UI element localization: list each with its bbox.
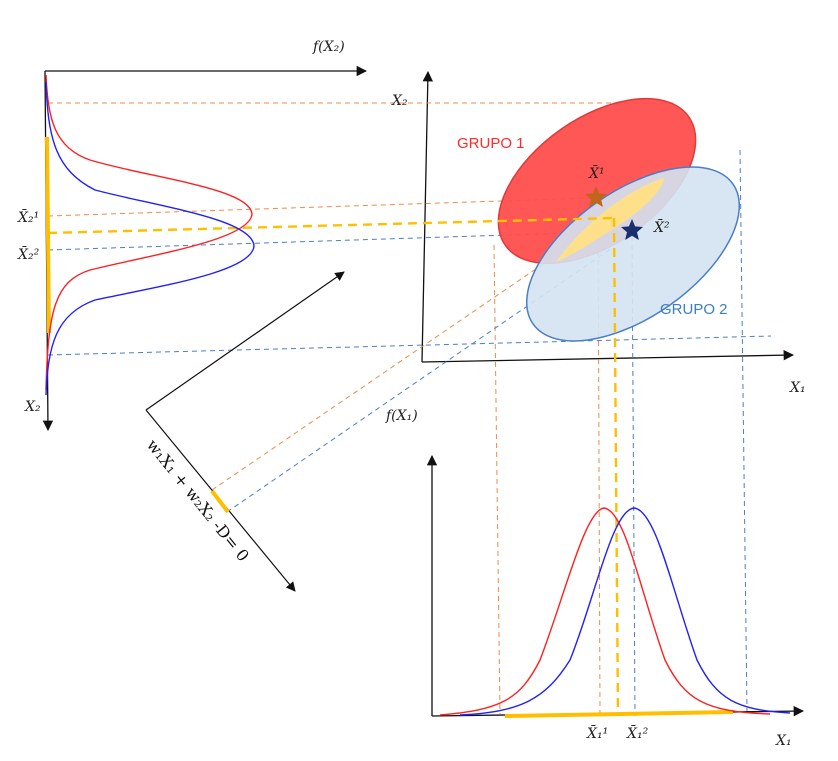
mean-x1-g2-label: X̄₁²	[626, 724, 649, 742]
f-x2-label: f(X₂)	[312, 39, 345, 55]
main-x2-axis	[421, 70, 434, 363]
mean-hline	[47, 216, 615, 235]
mean-x2-g1-label: X̄₂¹	[17, 208, 39, 226]
vguide-right-blue	[739, 149, 748, 713]
mean-highlight-lines	[47, 216, 620, 717]
overlap-region	[556, 178, 664, 262]
left-density-group1	[45, 74, 253, 391]
mean-x2-g2-label: X̄₂²	[17, 245, 40, 263]
centroid2-label: X̄²	[653, 218, 670, 236]
centroids: X̄¹ X̄²	[585, 164, 670, 240]
bottom-density-group2	[459, 507, 791, 716]
bottom-panel: f(X₁) X₁ X̄₁¹ X̄₁²	[385, 408, 805, 749]
main-x1-axis	[421, 349, 795, 363]
vguide-left-orange	[493, 244, 501, 715]
bottom-range-highlight	[504, 710, 734, 718]
mean-x1-g1-label: X̄₁¹	[586, 724, 608, 742]
main-axes	[421, 70, 795, 363]
guide-bottom-blue	[47, 335, 772, 356]
left-range-highlight	[45, 136, 51, 334]
discriminant-equation: w₁X₁ + w₂X₂ -D= 0	[143, 436, 253, 566]
left-panel: f(X₂) X₂ X̄₂¹ X̄₂²	[17, 39, 368, 432]
centroid2-star	[621, 219, 643, 240]
bottom-density-group1	[439, 507, 771, 716]
main-x1-label: X₁	[789, 380, 806, 396]
diag-guide-orange	[211, 231, 591, 491]
group2-label: GRUPO 2	[660, 301, 728, 318]
main-x2-label: X₂	[391, 93, 408, 109]
left-density-group2	[45, 81, 255, 396]
discriminant-highlight	[210, 489, 230, 514]
centroid1-star	[585, 186, 607, 207]
mean-vline	[612, 217, 620, 717]
left-x2-label: X₂	[24, 399, 41, 415]
discriminant-line-upper	[145, 271, 345, 411]
vguide-mean2-blue	[631, 235, 636, 717]
group1-label: GRUPO 1	[457, 135, 525, 152]
guide-mean2-blue	[47, 230, 631, 251]
bottom-x1-label: X₁	[775, 733, 792, 749]
f-x1-label: f(X₁)	[385, 408, 418, 424]
centroid1-label: X̄¹	[588, 164, 605, 182]
discriminant-axis: w₁X₁ + w₂X₂ -D= 0	[143, 271, 345, 592]
